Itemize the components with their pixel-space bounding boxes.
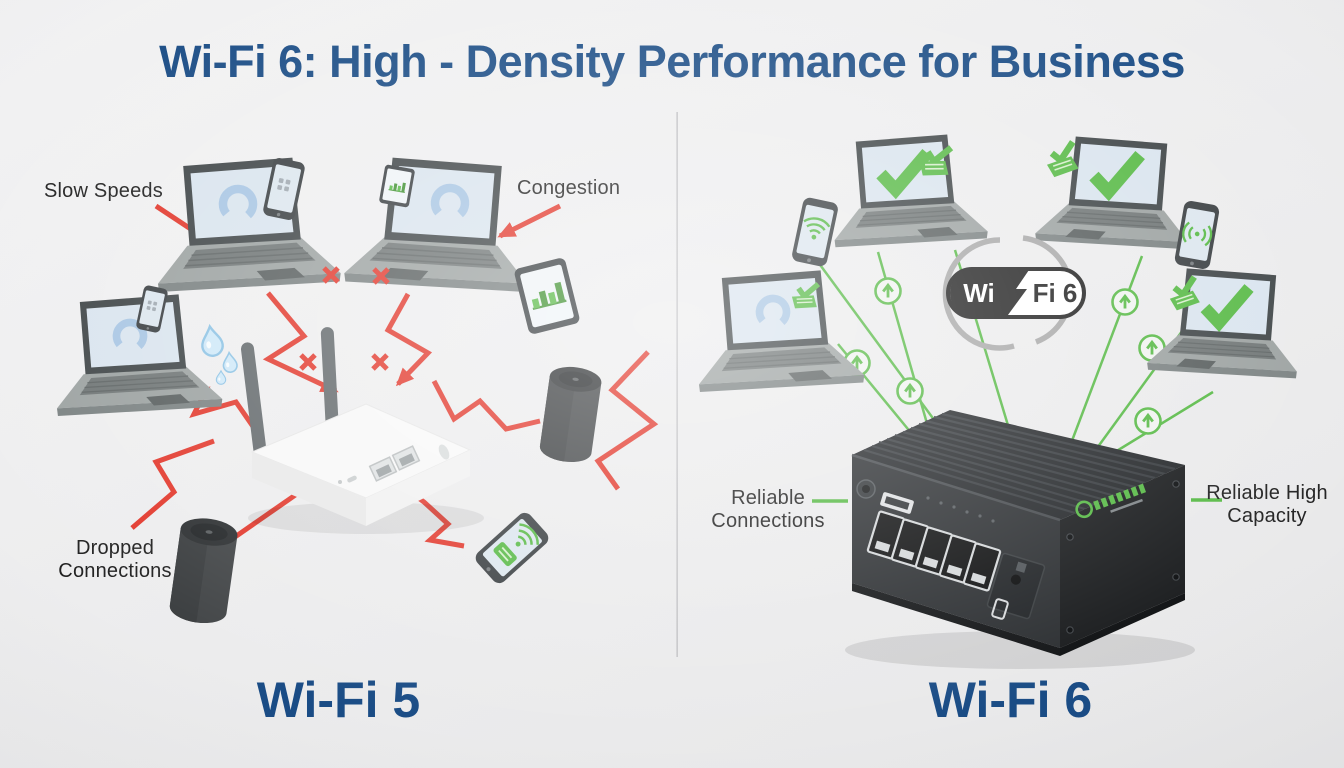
smartphone-wifi-icon xyxy=(472,509,552,587)
smart-speaker-icon xyxy=(538,363,604,466)
wifi6-caption: Wi-Fi 6 xyxy=(928,672,1093,728)
up-arrow-circle-icon xyxy=(1134,407,1162,435)
usb-port-icon xyxy=(880,492,914,514)
wifi6-router-icon xyxy=(845,410,1195,669)
cross-icon xyxy=(301,355,315,369)
router-antenna-icon xyxy=(240,342,268,462)
congestion-label: Congestion xyxy=(517,177,621,199)
slow-speeds-label: Slow Speeds xyxy=(44,180,163,202)
wifi5-router-icon xyxy=(240,327,484,534)
wifi6-illustration xyxy=(698,133,1298,669)
wifi5-caption: Wi-Fi 5 xyxy=(256,672,421,728)
cross-icon xyxy=(373,355,387,369)
wifi6-badge xyxy=(942,235,1086,351)
device-glyph xyxy=(991,598,1009,620)
toggle-panel xyxy=(986,552,1046,620)
laptop-icon xyxy=(343,156,528,293)
wifi5-illustration xyxy=(56,156,659,627)
water-drop-icon xyxy=(215,370,227,385)
water-drop-icon xyxy=(221,351,239,374)
page-title: Wi-Fi 6: High - Density Performance for … xyxy=(159,36,1185,87)
router-antenna-icon xyxy=(320,327,340,441)
panel-divider xyxy=(676,112,678,657)
up-arrow-circle-icon xyxy=(1111,288,1139,316)
congestion-arrow xyxy=(497,203,562,239)
badge-wi-text: Wi xyxy=(963,277,995,308)
smartphone-signal-icon xyxy=(1173,199,1221,271)
smart-speaker-icon xyxy=(168,515,240,627)
reliable-connections-label: Reliable Connections xyxy=(711,487,825,532)
up-arrow-circle-icon xyxy=(874,277,902,305)
brand-logo xyxy=(1075,483,1147,519)
badge-fi6-text: Fi 6 xyxy=(1032,277,1078,308)
laptop-icon xyxy=(698,269,865,393)
reliable-high-capacity-label: Reliable High Capacity xyxy=(1206,482,1328,527)
smartphone-wifi-icon xyxy=(790,196,840,268)
laptop-check-icon xyxy=(833,133,989,248)
antenna-connector-icon xyxy=(856,479,876,499)
up-arrow-circle-icon xyxy=(896,377,924,405)
tablet-icon xyxy=(513,256,581,336)
water-drop-icon xyxy=(198,323,226,359)
ethernet-ports xyxy=(866,510,1002,592)
dropped-connections-label: Dropped Connections xyxy=(58,537,172,582)
